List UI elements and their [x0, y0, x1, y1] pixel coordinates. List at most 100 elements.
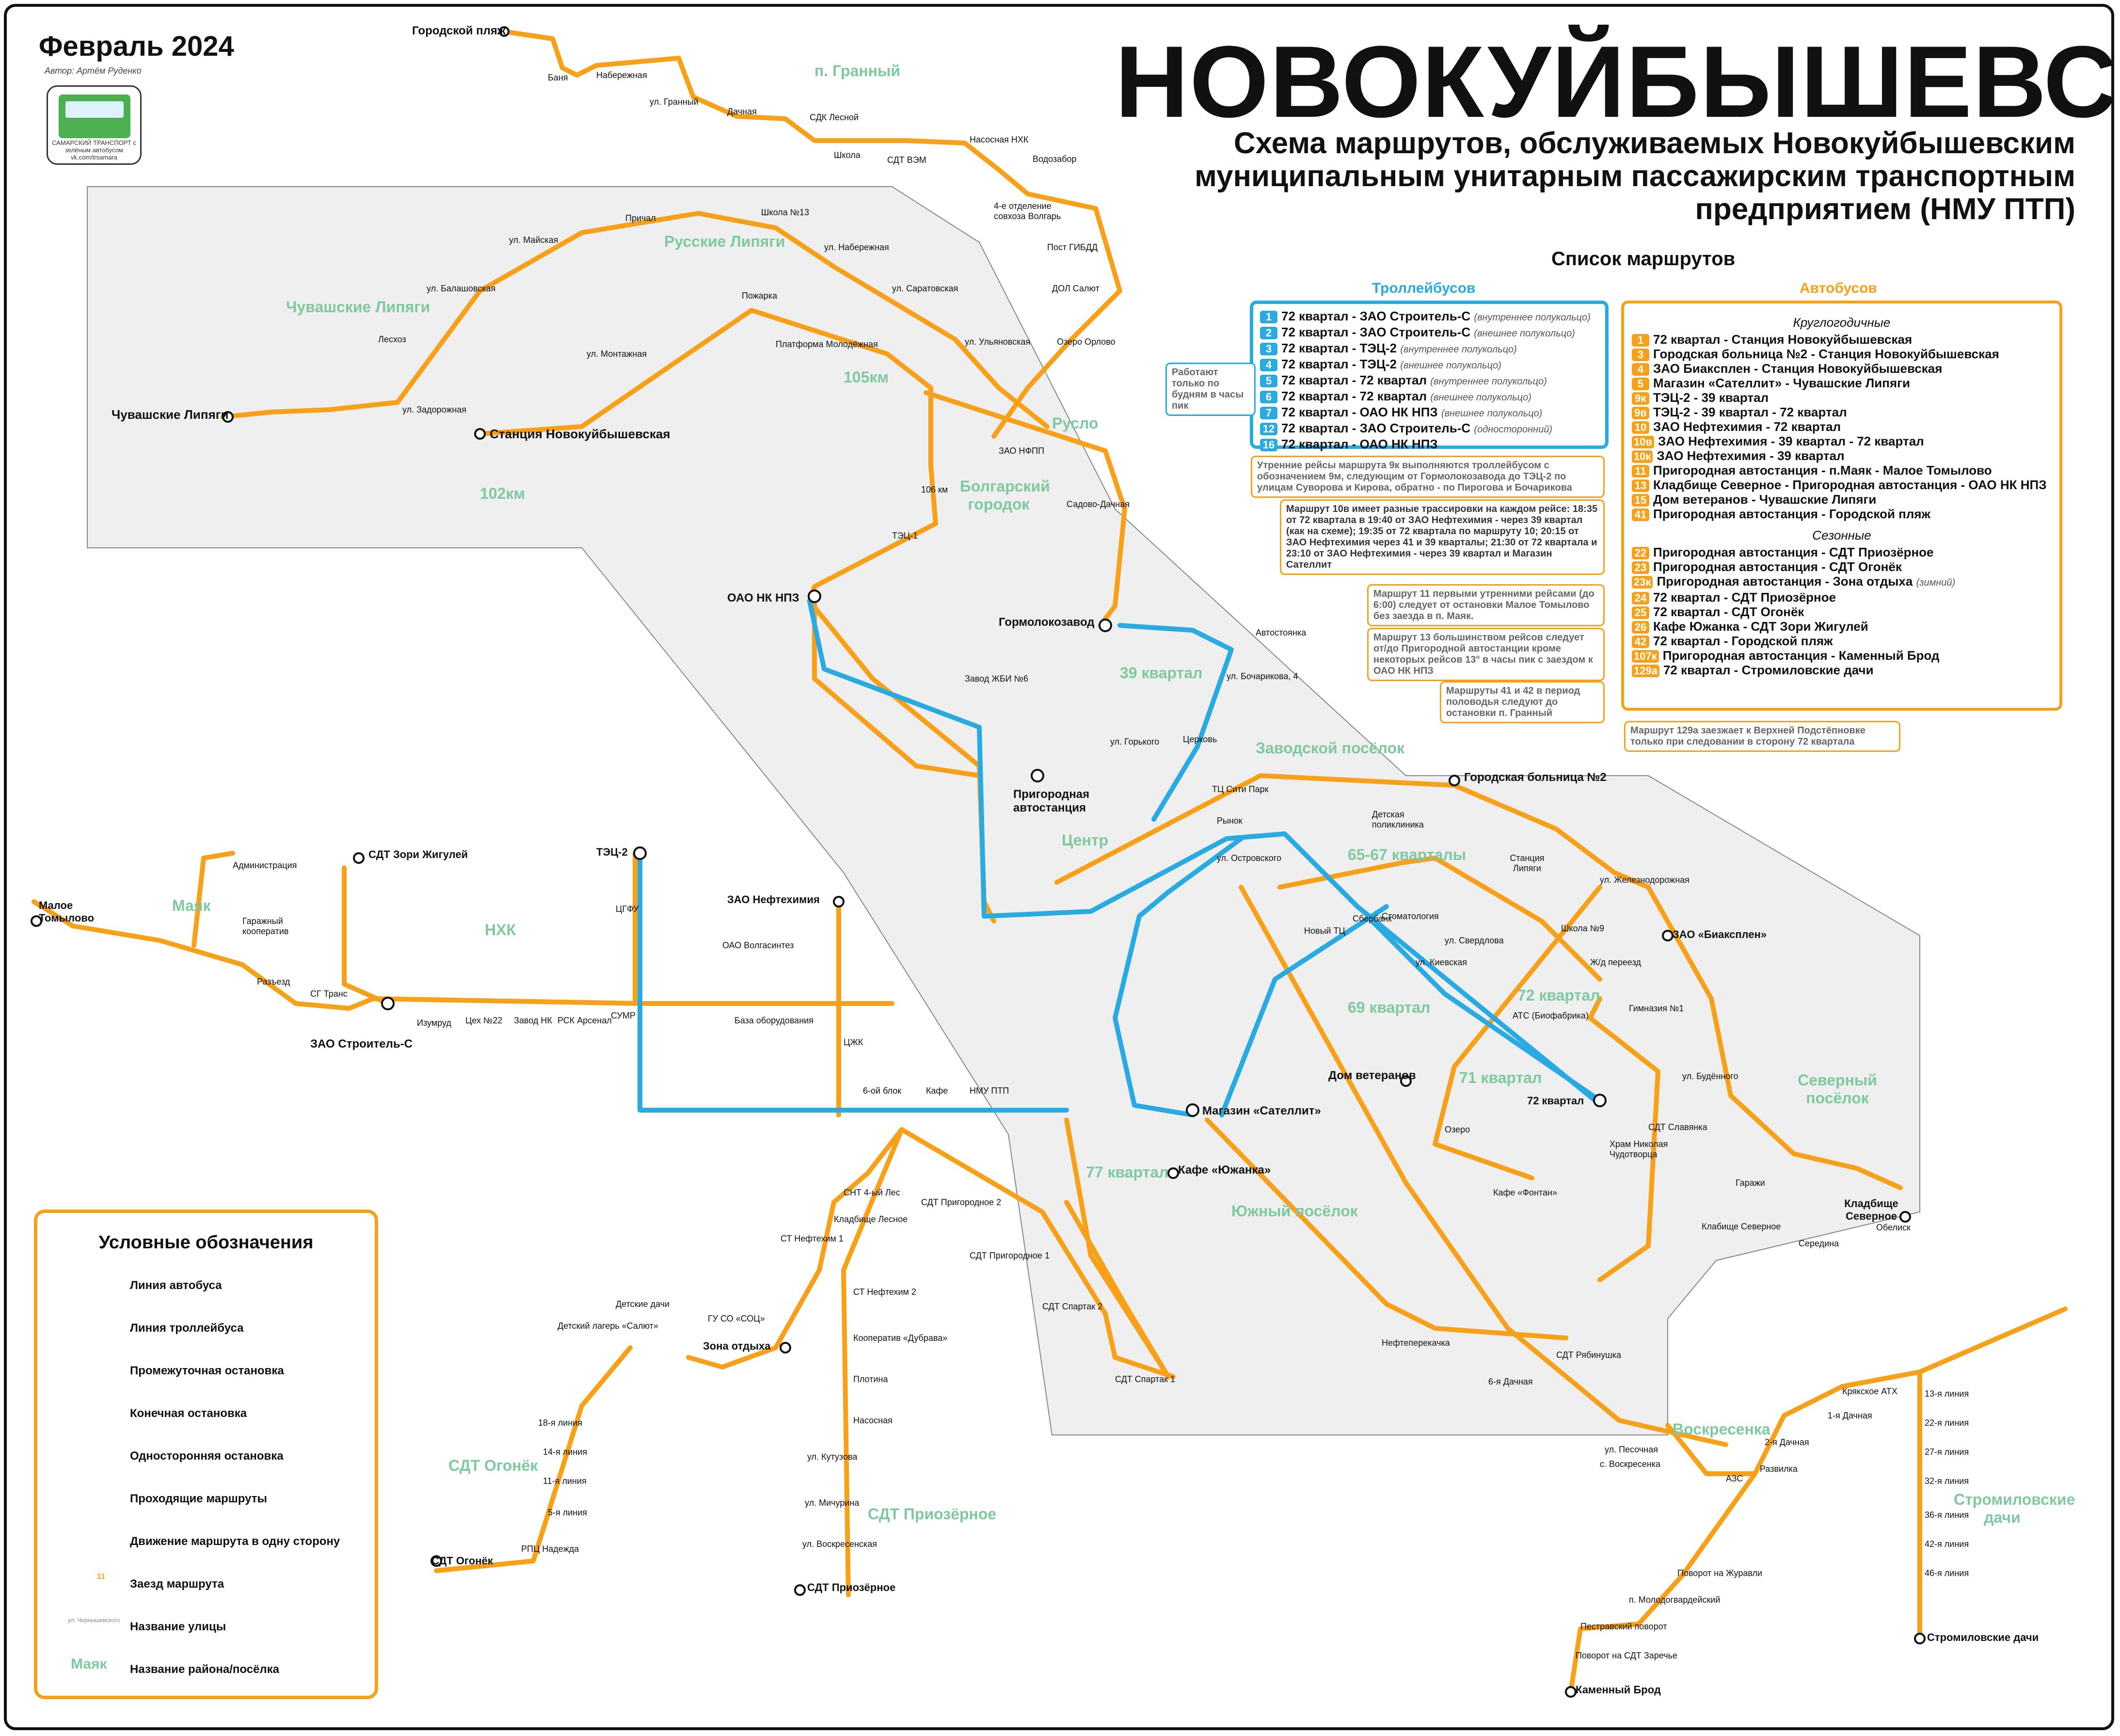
- district-label: Стромиловские дачи: [1954, 1491, 2075, 1526]
- stop-label: с. Воскресенка: [1600, 1459, 1661, 1469]
- stop-label: ул. Горького: [1110, 737, 1160, 747]
- city-area: [87, 186, 1920, 1435]
- stop-label: Стоматология: [1382, 911, 1439, 921]
- legend-district-sample: Маяк: [71, 1656, 107, 1672]
- trolleybus-heading: Троллейбусов: [1372, 280, 1476, 296]
- stop-label: Разъезд: [257, 977, 290, 987]
- terminal-label: СДТ Зори Жигулей: [368, 848, 468, 860]
- district-label: Заводской посёлок: [1256, 739, 1405, 757]
- bus-icon: [59, 95, 130, 138]
- stop-label: Детские дачи: [616, 1299, 670, 1309]
- stop-label: СГ Транс: [310, 989, 348, 999]
- stop-label: АЗС: [1726, 1474, 1743, 1483]
- route-list-heading: Список маршрутов: [1551, 248, 1736, 270]
- stop-label: Завод ЖБИ №6: [965, 674, 1029, 684]
- stop-label: СДК Лесной: [810, 112, 859, 122]
- stop-label: Насосная: [853, 1416, 893, 1425]
- stop-label: ул. Будённого: [1682, 1071, 1738, 1081]
- district-label: СДТ Приозёрное: [868, 1505, 997, 1523]
- map-title: НОВОКУЙБЫШЕВСК: [1115, 25, 2120, 139]
- stop-label: 27-я линия: [1925, 1447, 1969, 1457]
- stop-label: ОАО Волгасинтез: [722, 940, 794, 950]
- legend-route-sample: 11: [97, 1573, 105, 1581]
- terminal-label: Городская больница №2: [1464, 771, 1607, 784]
- stop-label: Детская поликлиника: [1372, 810, 1424, 829]
- stop-label: Цех №22: [465, 1016, 503, 1025]
- legend-item-label: Односторонняя остановка: [130, 1449, 284, 1463]
- stop-label: ДОЛ Салют: [1052, 284, 1100, 293]
- terminal-label: Станция Новокуйбышевская: [490, 427, 670, 441]
- map-date: Февраль 2024: [39, 31, 234, 62]
- stop-label: Плотина: [853, 1374, 888, 1384]
- stop-label: 1-я Дачная: [1828, 1411, 1872, 1420]
- legend-title: Условные обозначения: [98, 1232, 314, 1253]
- stop-label: 6-я Дачная: [1488, 1377, 1533, 1386]
- note-route-9k: Утренние рейсы маршрута 9к выполняются т…: [1251, 456, 1605, 498]
- district-label: п. Гранный: [814, 62, 901, 80]
- stop-label: Пожарка: [742, 291, 778, 301]
- stop-label: Обелиск: [1876, 1223, 1911, 1232]
- district-label: Центр: [1062, 831, 1109, 849]
- stop-label: СДТ ВЭМ: [887, 155, 926, 165]
- stop-label: Школа №9: [1561, 924, 1605, 933]
- stop-label: СДТ Спартак 1: [1115, 1374, 1176, 1384]
- stop-label: 14-я линия: [543, 1447, 588, 1457]
- district-label: Русло: [1052, 414, 1099, 432]
- stop-label: Баня: [548, 73, 568, 82]
- district-label: 71 квартал: [1459, 1069, 1542, 1086]
- stop-label: 5-я линия: [548, 1508, 588, 1517]
- seasonal-title: Сезонные: [1812, 528, 1871, 542]
- district-label: 105км: [844, 368, 889, 386]
- stop-label: СДТ Рябинушка: [1556, 1350, 1621, 1360]
- note-route-129a: Маршрут 129а заезжает к Верхней Подстёпн…: [1624, 721, 1900, 752]
- terminal-label: Дом ветеранов: [1328, 1069, 1416, 1082]
- stop-label: Дачная: [727, 107, 757, 116]
- terminal-label: Каменный Брод: [1576, 1684, 1661, 1696]
- stop-label: Изумруд: [417, 1018, 451, 1028]
- stop-label: Причал: [625, 213, 656, 223]
- stop-label: Гимназия №1: [1629, 1003, 1684, 1013]
- map-subtitle: Схема маршрутов, обслуживаемых Новокуйбы…: [1195, 127, 2075, 226]
- stop-label: Кладбище Лесное: [834, 1214, 908, 1224]
- district-label: 77 квартал: [1086, 1163, 1169, 1181]
- stop-label: СУМР: [611, 1011, 636, 1020]
- map-frame: [4, 4, 2114, 1730]
- district-label: 69 квартал: [1348, 999, 1431, 1016]
- stop-label: ул. Ульяновская: [965, 337, 1031, 347]
- stop-label: РПЦ Надежда: [521, 1544, 579, 1554]
- terminal-label: Зона отдыха: [703, 1340, 771, 1352]
- note-route-10v: Маршрут 10в имеет разные трассировки на …: [1280, 499, 1605, 575]
- stop-label: Лесхоз: [378, 334, 406, 344]
- legend-item-label: Проходящие маршруты: [130, 1492, 268, 1505]
- logo-text: САМАРСКИЙ ТРАНСПОРТ с зелёным автобусом …: [52, 139, 136, 161]
- bus-lines: [32, 29, 2068, 1694]
- terminal-label: Малое Томылово: [39, 899, 95, 924]
- legend-street-sample: ул. Чернышевского: [68, 1617, 120, 1624]
- stop-label: Новый ТЦ: [1304, 926, 1345, 936]
- legend-item-label: Линия автобуса: [130, 1279, 222, 1292]
- stop-label: Поворот на Журавли: [1677, 1568, 1763, 1578]
- stop-label: Церковь: [1183, 734, 1217, 744]
- stop-label: ул. Задорожная: [402, 405, 467, 414]
- stop-label: ул. Кутузова: [807, 1452, 858, 1462]
- note-weekday-peak: Работают только по будням в часы пик: [1165, 363, 1256, 416]
- stop-label: 2-я Дачная: [1765, 1437, 1809, 1447]
- stop-label: Станция Липяги: [1510, 853, 1545, 873]
- stop-label: Завод НК: [514, 1016, 552, 1025]
- terminal-label: Гормолокозавод: [999, 616, 1095, 629]
- stop-label: 36-я линия: [1925, 1510, 1969, 1520]
- map-author: Автор: Артём Руденко: [45, 66, 142, 76]
- stop-label: База оборудования: [734, 1016, 814, 1025]
